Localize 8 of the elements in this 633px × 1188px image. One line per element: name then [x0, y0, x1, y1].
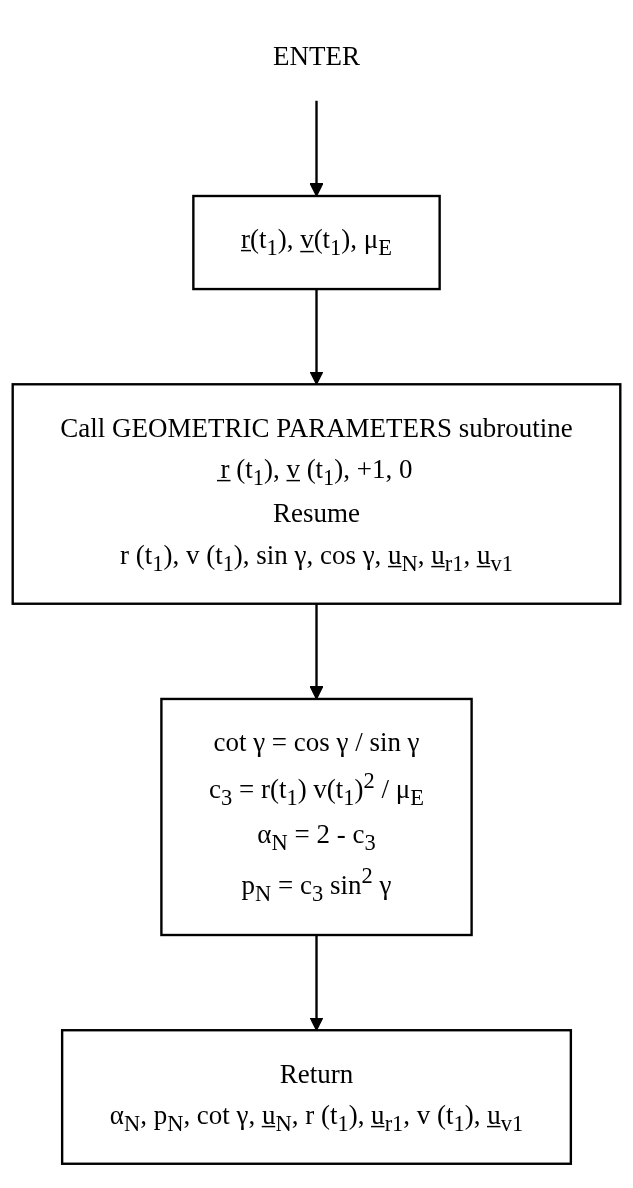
node-box: r̲(t$_{1}$), v̲(t$_{1}$), μ$_{E}$: [192, 194, 441, 291]
node-box: cot γ = cos γ / sin γ c$_{3}$ = r(t$_{1}$) v(t$_{1}$)$^{2}$ / μ$_{E}$ α$_{N}$ = 2 - c$_{3}$ p$_{N}$ = c$_{3}$ sin$^{2}$ γ: [160, 697, 473, 937]
node-box: Call GEOMETRIC PARAMETERS subroutine r̲ (t$_{1}$), v̲ (t$_{1}$), +1, 0 Resume r (t$_{1}$), v (t$_{1}$), sin γ, cos γ, u̲$_{N}$, u̲$_{r1}$, u̲$_{v1}$: [11, 383, 622, 605]
arrow: [309, 935, 324, 1031]
node-text: ENTER: [273, 41, 360, 72]
arrow: [309, 289, 324, 385]
arrow: [309, 100, 324, 197]
node-box: Return α$_{N}$, p$_{N}$, cot γ, u̲$_{N}$, r (t$_{1}$), u̲$_{r1}$, v (t$_{1}$), u̲$_{v1}$: [60, 1029, 573, 1165]
